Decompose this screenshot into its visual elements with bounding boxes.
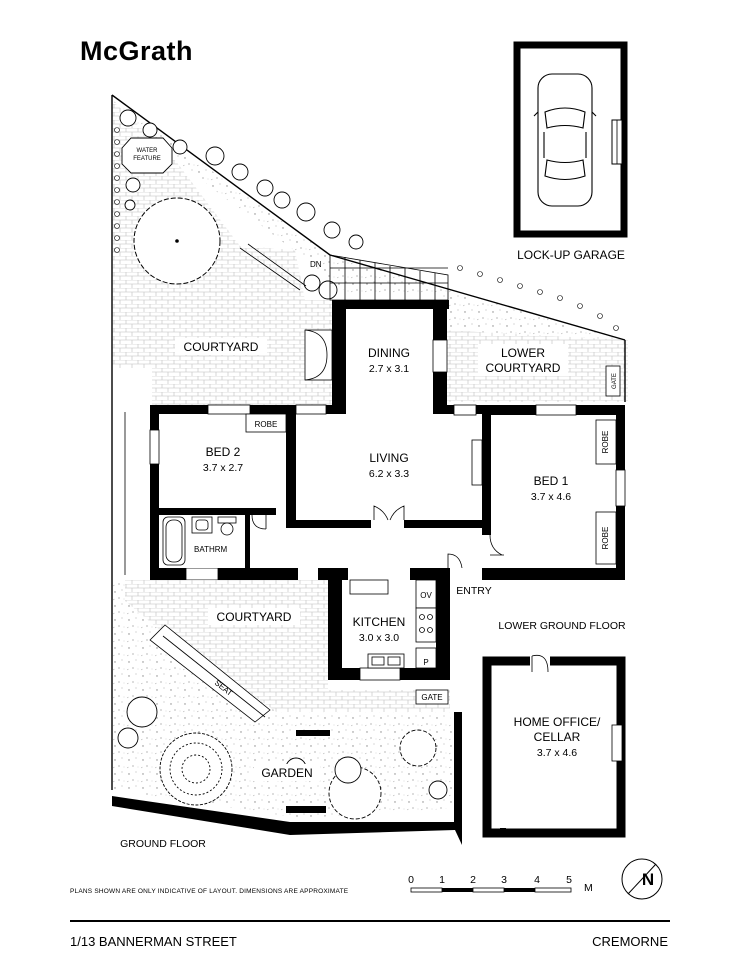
car-icon (533, 73, 597, 207)
garden-bars (286, 730, 330, 813)
seat-bench (149, 624, 271, 723)
robe-bed2-label: ROBE (255, 420, 278, 429)
lower-courtyard-label-2: COURTYARD (486, 361, 561, 375)
shrub-icons (119, 109, 364, 300)
oven-label: OV (420, 591, 432, 600)
water-feature-label-2: FEATURE (133, 156, 161, 162)
bathroom (159, 515, 250, 568)
kitchen-size: 3.0 x 3.0 (359, 632, 399, 644)
compass-letter: N (642, 870, 654, 889)
footer-rule (70, 920, 670, 922)
scale-tick-0: 0 (408, 874, 414, 886)
north-compass-icon (621, 858, 663, 900)
scale-unit: M (584, 882, 593, 894)
bed2-size: 3.7 x 2.7 (203, 462, 243, 474)
living-name: LIVING (369, 451, 408, 465)
office-name-2: CELLAR (534, 730, 581, 744)
dining-name: DINING (368, 346, 410, 360)
office-name-1: HOME OFFICE/ (514, 715, 601, 729)
bathroom-label: BATHRM (194, 545, 228, 554)
tree-icon (133, 197, 221, 285)
scale-tick-1: 1 (439, 874, 445, 886)
garden-tree-icons (117, 696, 448, 820)
kitchen-name: KITCHEN (353, 615, 406, 629)
basin-icon (191, 516, 213, 534)
ground-floor-label: GROUND FLOOR (120, 838, 206, 850)
lower-ground-floor-label: LOWER GROUND FLOOR (498, 620, 626, 632)
disclaimer: PLANS SHOWN ARE ONLY INDICATIVE OF LAYOU… (70, 888, 349, 895)
courtyard-upper-label: COURTYARD (184, 340, 259, 354)
scale-bar (410, 887, 572, 893)
living-size: 6.2 x 3.3 (369, 468, 409, 480)
garage-label: LOCK-UP GARAGE (517, 248, 625, 262)
bed1-name: BED 1 (534, 474, 569, 488)
hedge-dots (114, 127, 619, 331)
bed1-size: 3.7 x 4.6 (531, 491, 571, 503)
robe-bed1-top-label: ROBE (601, 431, 610, 454)
water-feature-label-1: WATER (137, 148, 159, 154)
scale-tick-4: 4 (534, 874, 540, 886)
dining-size: 2.7 x 3.1 (369, 363, 409, 375)
office-size: 3.7 x 4.6 (537, 747, 577, 759)
bathtub-icon (162, 516, 186, 566)
garden-label: GARDEN (261, 766, 312, 780)
footer-suburb: CREMORNE (592, 934, 668, 949)
garage (513, 41, 628, 238)
bed2-name: BED 2 (206, 445, 241, 459)
gate-bottom-label: GATE (421, 693, 442, 702)
entry-label: ENTRY (456, 585, 491, 597)
office-cellar (482, 654, 626, 838)
windows-doors (149, 329, 626, 681)
water-feature-icon (121, 137, 173, 174)
courtyard-mid-label: COURTYARD (217, 610, 292, 624)
stairs-down-label: DN (310, 260, 322, 269)
pantry-label: P (423, 658, 428, 667)
gate-right-label: GATE (612, 373, 618, 389)
lower-courtyard-label-1: LOWER (501, 346, 545, 360)
scale-tick-5: 5 (566, 874, 572, 886)
scale-tick-3: 3 (501, 874, 507, 886)
toilet-icon (217, 516, 237, 536)
scale-tick-2: 2 (470, 874, 476, 886)
kitchen-fittings (349, 579, 437, 669)
robe-bed1-bottom-label: ROBE (601, 527, 610, 550)
footer-address: 1/13 BANNERMAN STREET (70, 934, 237, 949)
brand-logo: McGrath (80, 36, 194, 66)
